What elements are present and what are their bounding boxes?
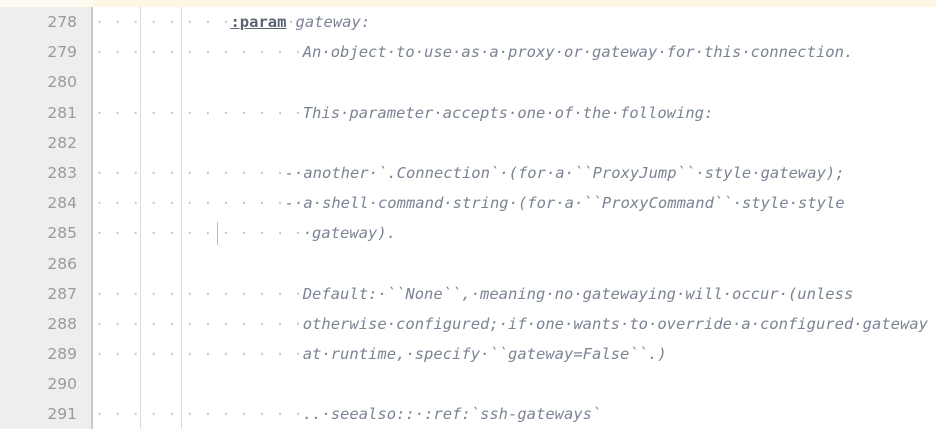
docstring-text: An·object·to·use·as·a·proxy·or·gateway·f… xyxy=(302,43,854,62)
docstring-text: otherwise·configured;·if·one·wants·to·ov… xyxy=(302,314,928,333)
line-number[interactable]: 289 xyxy=(47,345,77,364)
code-line[interactable] xyxy=(95,369,936,399)
highlighted-line-gutter-strip xyxy=(0,0,93,7)
code-line[interactable]: · · · · · · · · · · · ··gateway). xyxy=(95,218,936,248)
code-line[interactable]: · · · · · · · · · · ·-·a·shell·command·s… xyxy=(95,188,936,218)
docstring-text: -·another·`.Connection`·(for·a·``ProxyJu… xyxy=(284,163,845,182)
line-number[interactable]: 288 xyxy=(47,314,77,333)
code-line[interactable]: · · · · · · · · · · ·-·another·`.Connect… xyxy=(95,158,936,188)
whitespace-dots: · · · · · · · · · · · · xyxy=(95,405,303,424)
line-number-gutter[interactable]: 278 279 280 281 282 283 284 285 286 287 288 289 290 2… xyxy=(0,7,93,429)
code-line[interactable] xyxy=(95,67,936,97)
code-content-area[interactable]: · · · · · · · ·:param·gateway:· · · · · … xyxy=(95,7,936,429)
docstring-text: -·a·shell·command·string·(for·a·``ProxyC… xyxy=(284,194,845,213)
whitespace-dots: · · · · · · · · · · · xyxy=(95,194,285,213)
docstring-text: ..·seealso::·:ref:`ssh-gateways` xyxy=(302,405,602,424)
docstring-text: ·gateway). xyxy=(302,224,397,243)
docstring-text: Default:·``None``,·meaning·no·gatewaying… xyxy=(302,284,854,303)
line-number[interactable]: 290 xyxy=(47,375,77,394)
code-line[interactable]: · · · · · · · · · · · ·otherwise·configu… xyxy=(95,309,936,339)
whitespace-dots: · xyxy=(286,13,296,31)
highlighted-line-strip xyxy=(93,0,936,7)
code-line[interactable]: · · · · · · · · · · · ·This·parameter·ac… xyxy=(95,98,936,128)
line-number[interactable]: 285 xyxy=(47,224,77,243)
whitespace-dots: · · · · · · · · · · · · xyxy=(95,224,303,243)
line-number[interactable]: 286 xyxy=(47,254,77,273)
line-number[interactable]: 287 xyxy=(47,284,77,303)
line-number[interactable]: 279 xyxy=(47,43,77,62)
code-line[interactable]: · · · · · · · · · · · ·..·seealso::·:ref… xyxy=(95,399,936,429)
whitespace-dots: · · · · · · · · · · · · xyxy=(95,103,303,122)
line-number[interactable]: 281 xyxy=(47,103,77,122)
docstring-text: This·parameter·accepts·one·of·the·follow… xyxy=(302,103,714,122)
code-line[interactable] xyxy=(95,249,936,279)
line-number[interactable]: 283 xyxy=(47,163,77,182)
docstring-field-name[interactable]: :param xyxy=(230,13,287,31)
whitespace-dots: · · · · · · · · · · · xyxy=(95,163,285,182)
docstring-text: gateway: xyxy=(295,13,371,31)
whitespace-dots: · · · · · · · · · · · · xyxy=(95,345,303,364)
docstring-text: at·runtime,·specify·``gateway=False``.) xyxy=(302,345,667,364)
indent-guide-level-2 xyxy=(181,7,182,429)
indent-guide-level-1 xyxy=(140,7,141,429)
whitespace-dots: · · · · · · · · · · · · xyxy=(95,284,303,303)
code-line[interactable]: · · · · · · · · · · · ·Default:·``None``… xyxy=(95,279,936,309)
code-line[interactable]: · · · · · · · · · · · ·at·runtime,·speci… xyxy=(95,339,936,369)
whitespace-dots: · · · · · · · · xyxy=(95,13,231,31)
code-line[interactable] xyxy=(95,128,936,158)
line-number[interactable]: 284 xyxy=(47,194,77,213)
line-number[interactable]: 282 xyxy=(47,133,77,152)
line-number[interactable]: 278 xyxy=(47,13,77,31)
whitespace-dots: · · · · · · · · · · · · xyxy=(95,43,303,62)
code-line[interactable]: · · · · · · · ·:param·gateway: xyxy=(95,7,936,37)
line-number[interactable]: 280 xyxy=(47,73,77,92)
wrapped-bullet-continuation-guide xyxy=(217,222,218,246)
whitespace-dots: · · · · · · · · · · · · xyxy=(95,314,303,333)
code-line[interactable]: · · · · · · · · · · · ·An·object·to·use·… xyxy=(95,37,936,67)
line-number[interactable]: 291 xyxy=(47,405,77,424)
